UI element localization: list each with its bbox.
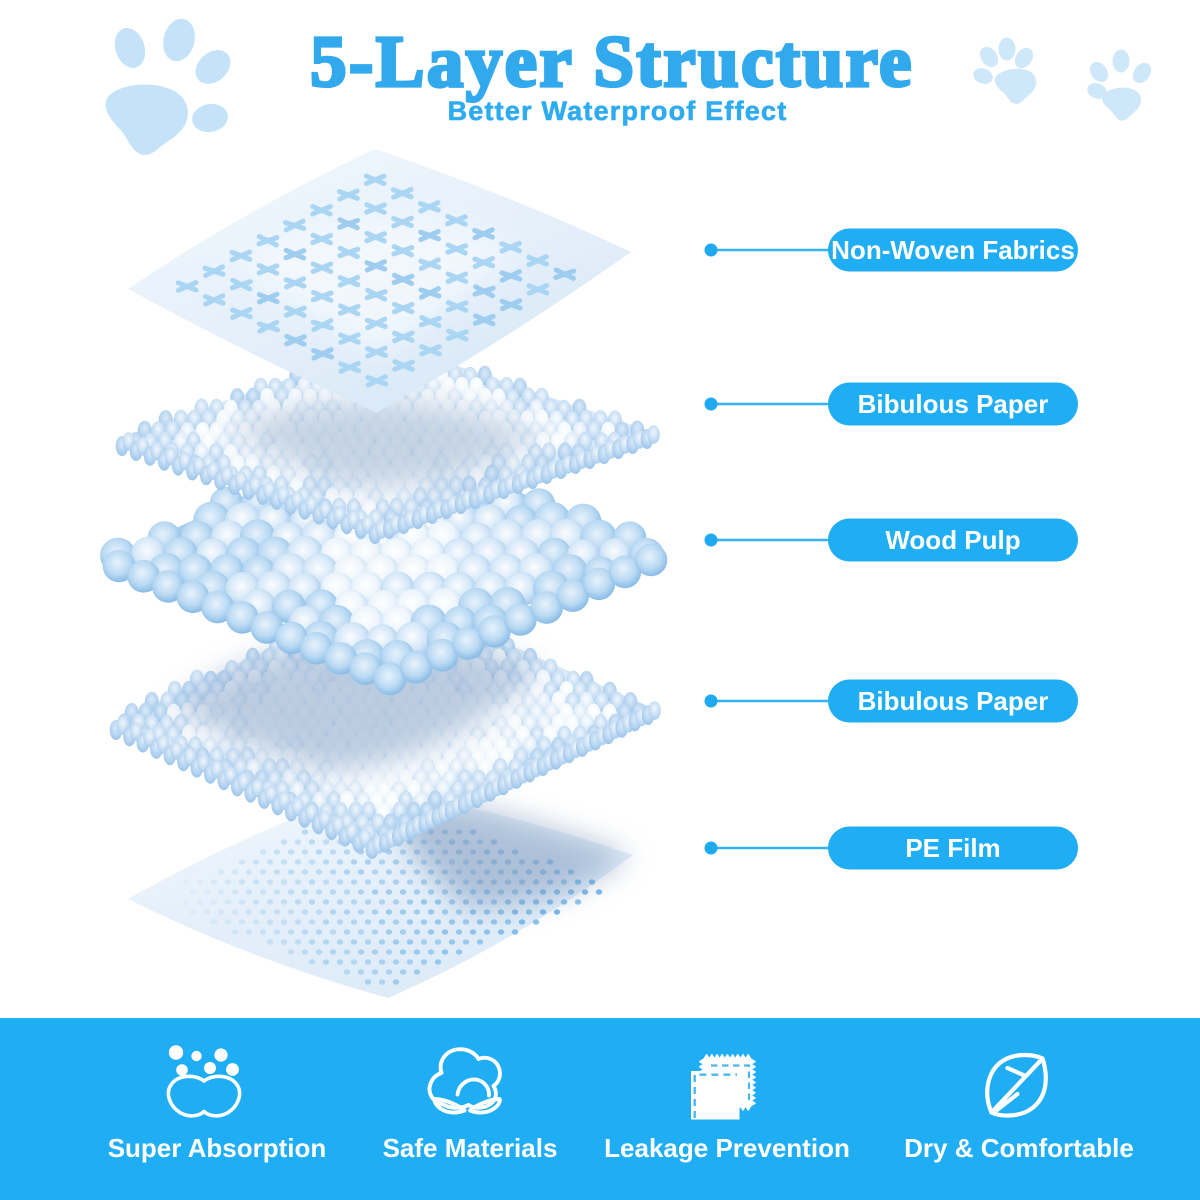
svg-text:Wood Pulp: Wood Pulp <box>885 525 1020 555</box>
svg-text:Bibulous Paper: Bibulous Paper <box>858 389 1049 419</box>
svg-text:Dry & Comfortable: Dry & Comfortable <box>904 1133 1134 1163</box>
svg-text:PE Film: PE Film <box>905 833 1000 863</box>
svg-text:Safe Materials: Safe Materials <box>383 1133 558 1163</box>
svg-text:Non-Woven Fabrics: Non-Woven Fabrics <box>831 235 1075 265</box>
svg-text:Super Absorption: Super Absorption <box>108 1133 327 1163</box>
svg-text:Bibulous Paper: Bibulous Paper <box>858 686 1049 716</box>
svg-text:Leakage Prevention: Leakage Prevention <box>604 1133 850 1163</box>
